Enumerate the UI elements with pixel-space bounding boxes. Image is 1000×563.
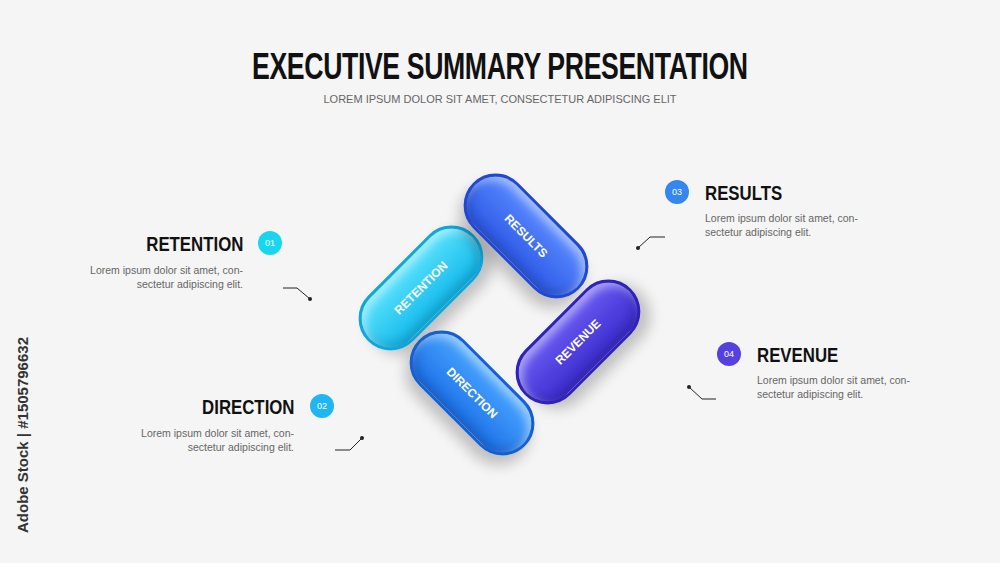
callout-number: 01 <box>258 231 282 255</box>
callout-heading: REVENUE <box>757 343 838 367</box>
title-wrap: EXECUTIVE SUMMARY PRESENTATION <box>0 46 1000 88</box>
title: EXECUTIVE SUMMARY PRESENTATION <box>252 46 748 88</box>
callout-number-text: 03 <box>672 187 682 197</box>
callout-number-text: 01 <box>265 238 275 248</box>
callout-number-text: 02 <box>317 401 327 411</box>
watermark: Adobe Stock | #1505796632 <box>14 337 31 533</box>
pill-label: RESULTS <box>502 212 551 261</box>
subtitle: LOREM IPSUM DOLOR SIT AMET, CONSECTETUR … <box>0 93 1000 105</box>
callout-heading: RESULTS <box>705 181 782 205</box>
callout-heading: DIRECTION <box>202 395 294 419</box>
pill-label: REVENUE <box>553 317 604 368</box>
callout-body: Lorem ipsum dolor sit amet, con- sectetu… <box>705 211 877 239</box>
callout-number-text: 04 <box>724 349 734 359</box>
callout-body: Lorem ipsum dolor sit amet, con- sectetu… <box>71 263 243 291</box>
callout-number: 03 <box>665 180 689 204</box>
callout-number: 04 <box>717 342 741 366</box>
pill-label: DIRECTION <box>444 365 501 422</box>
callout-body: Lorem ipsum dolor sit amet, con- sectetu… <box>757 373 929 401</box>
callout-body: Lorem ipsum dolor sit amet, con- sectetu… <box>122 426 294 454</box>
callout-heading: RETENTION <box>146 232 243 256</box>
callout-number: 02 <box>310 394 334 418</box>
pill-label: RETENTION <box>392 259 451 318</box>
